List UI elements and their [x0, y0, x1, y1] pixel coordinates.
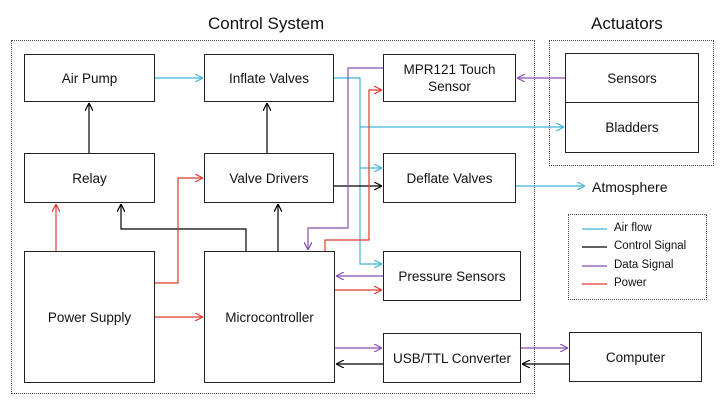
valve-drivers-block: Valve Drivers [204, 153, 334, 203]
microcontroller-block: Microcontroller [204, 251, 335, 383]
air-pump-block: Air Pump [24, 54, 155, 102]
usb-converter-block: USB/TTL Converter [383, 333, 521, 383]
relay-block: Relay [24, 153, 155, 203]
micro-to-relay-arrow [121, 205, 247, 251]
legend-label-air: Air flow [614, 222, 652, 234]
power-supply-block: Power Supply [24, 251, 155, 383]
control-system-title: Control System [208, 14, 325, 33]
bladders-block: Bladders [565, 103, 699, 153]
bladders-to-pressure-arrow [359, 168, 381, 264]
sensors-block: Sensors [565, 53, 699, 103]
touch-sensor-block: MPR121 Touch Sensor [383, 54, 516, 102]
computer-block: Computer [569, 332, 702, 382]
legend-box [568, 214, 707, 300]
atmosphere-label: Atmosphere [592, 179, 668, 195]
micro-to-touch-power-arrow [324, 90, 381, 251]
pressure-sensors-block: Pressure Sensors [383, 251, 521, 301]
legend-label-power: Power [614, 277, 647, 289]
bladders-to-deflate-arrow [359, 127, 381, 168]
legend-label-control: Control Signal [614, 240, 687, 252]
actuators-region [549, 40, 714, 166]
inflate-valves-block: Inflate Valves [204, 54, 334, 102]
deflate-valves-block: Deflate Valves [383, 153, 516, 203]
inflate-to-bladders-arrow [334, 77, 563, 127]
touch-to-micro-arrow [308, 67, 383, 249]
control-system-region [11, 40, 535, 394]
power-to-valve-drivers-arrow [155, 178, 202, 284]
legend-label-data: Data Signal [614, 259, 674, 271]
touch-sensor-label: MPR121 Touch Sensor [403, 62, 496, 94]
actuators-title: Actuators [591, 14, 663, 33]
